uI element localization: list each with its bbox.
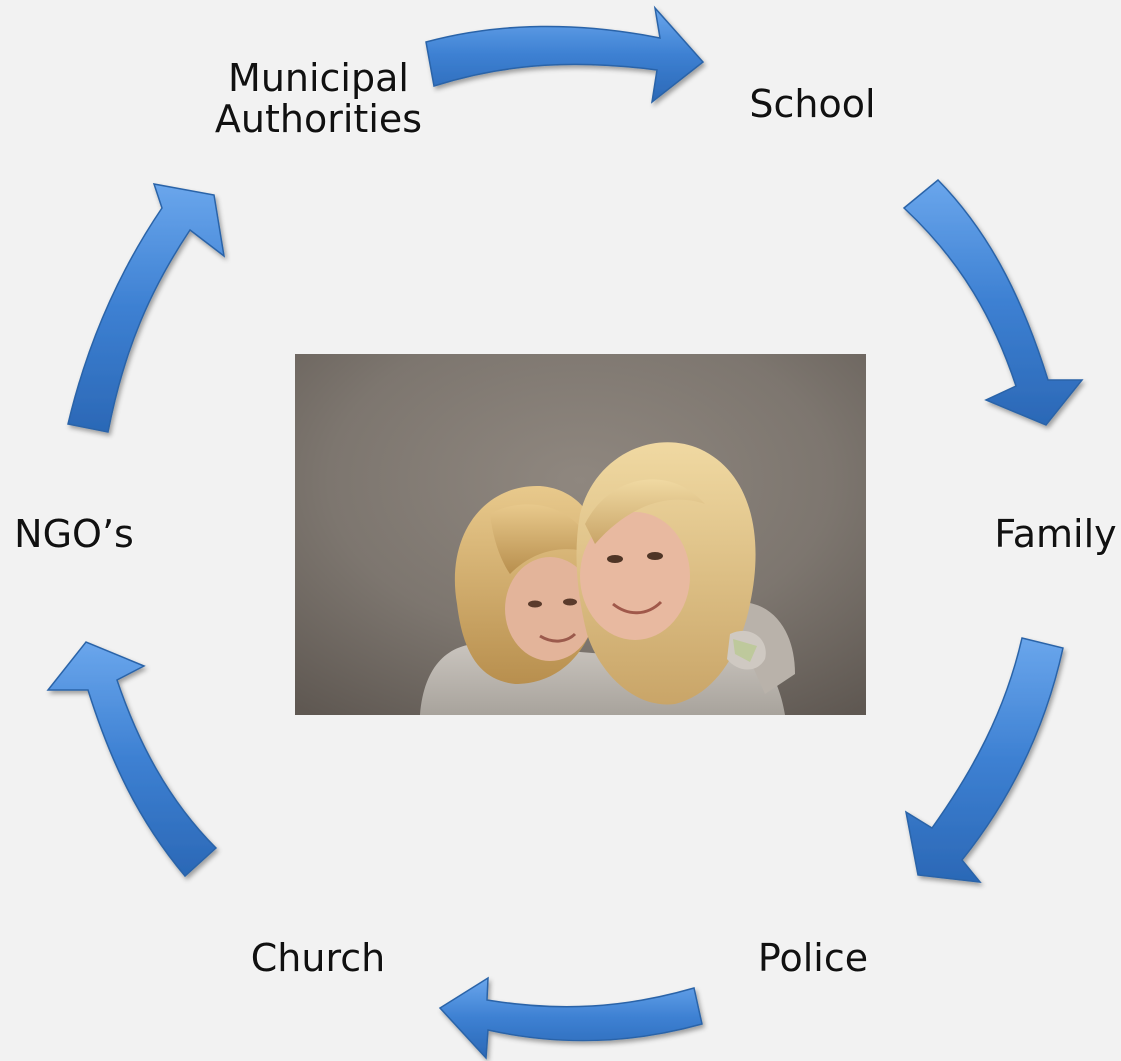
node-label-family: Family (994, 512, 1117, 556)
node-label-police: Police (757, 936, 869, 980)
arrow-family-to-police (904, 637, 1064, 883)
photo-girls-hugging (295, 354, 866, 715)
arrow-school-to-family (902, 178, 1084, 426)
arrow-ngos-to-municipal (67, 183, 226, 433)
arrow-police-to-church (438, 976, 703, 1060)
center-photo (295, 354, 866, 715)
arrow-church-to-ngos (46, 641, 218, 878)
node-label-municipal: Municipal Authorities (214, 56, 423, 142)
node-label-church: Church (250, 936, 386, 980)
node-label-ngos: NGO’s (14, 512, 134, 556)
node-label-school: School (749, 82, 876, 126)
arrow-municipal-to-school (425, 5, 705, 104)
